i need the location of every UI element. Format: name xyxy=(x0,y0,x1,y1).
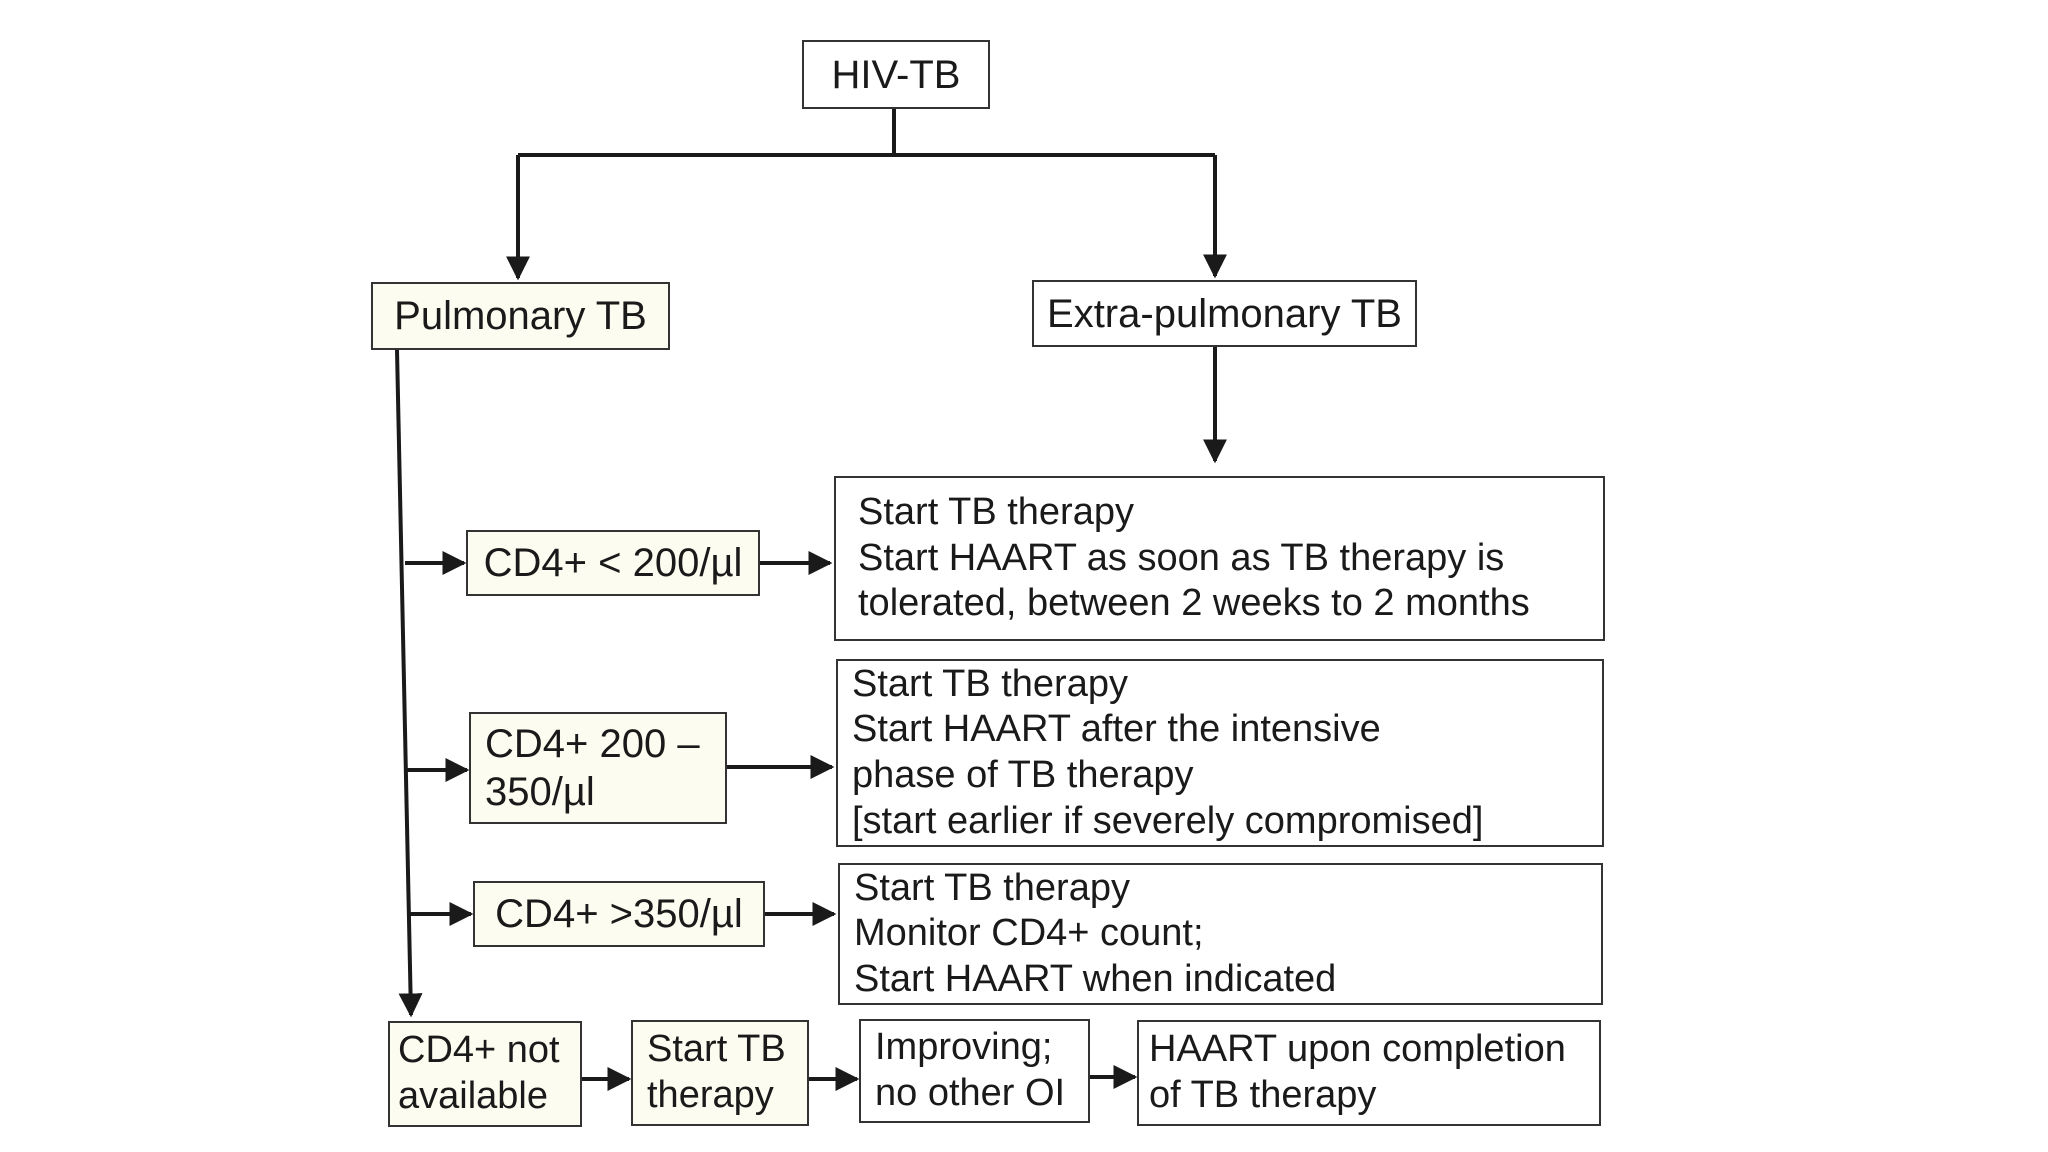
node-start-tb-therapy-line-2: therapy xyxy=(647,1074,774,1116)
node-cd4-200-350-line-2: 350/µl xyxy=(485,770,595,814)
node-cd4-above-350: CD4+ >350/µl xyxy=(473,881,765,947)
node-cd4-200-350-line-1: CD4+ 200 – xyxy=(485,722,700,766)
node-improving-no-oi-line-2: no other OI xyxy=(875,1072,1066,1114)
node-action-200-350: Start TB therapy Start HAART after the i… xyxy=(836,659,1604,847)
node-action-below-200: Start TB therapy Start HAART as soon as … xyxy=(834,476,1605,641)
node-pulmonary-tb-label: Pulmonary TB xyxy=(394,294,647,338)
node-cd4-below-200-label: CD4+ < 200/µl xyxy=(483,541,743,585)
node-cd4-not-available-line-2: available xyxy=(398,1075,548,1117)
node-start-tb-therapy: Start TB therapy xyxy=(631,1020,809,1126)
node-cd4-above-350-label: CD4+ >350/µl xyxy=(495,892,743,936)
node-cd4-not-available: CD4+ not available xyxy=(388,1021,582,1127)
action-above-350-line-2: Monitor CD4+ count; xyxy=(854,912,1204,955)
node-improving-no-oi-line-1: Improving; xyxy=(875,1026,1053,1069)
node-improving-no-oi: Improving; no other OI xyxy=(859,1019,1090,1123)
node-haart-upon-completion-line-1: HAART upon completion xyxy=(1149,1028,1566,1071)
node-hiv-tb: HIV-TB xyxy=(802,40,990,109)
node-cd4-below-200: CD4+ < 200/µl xyxy=(466,530,760,596)
action-200-350-line-3: phase of TB therapy xyxy=(852,754,1194,796)
arrow-pulmonary-trunk xyxy=(395,349,423,1018)
node-extrapulmonary-tb: Extra-pulmonary TB xyxy=(1032,280,1417,347)
action-above-350-line-1: Start TB therapy xyxy=(854,866,1130,909)
node-hiv-tb-label: HIV-TB xyxy=(831,52,961,97)
action-below-200-line-3: tolerated, between 2 weeks to 2 months xyxy=(858,582,1530,625)
action-below-200-line-1: Start TB therapy xyxy=(858,491,1134,534)
action-200-350-line-1: Start TB therapy xyxy=(852,662,1128,705)
node-haart-upon-completion-line-2: of TB therapy xyxy=(1149,1074,1377,1116)
node-pulmonary-tb: Pulmonary TB xyxy=(371,282,670,350)
node-haart-upon-completion: HAART upon completion of TB therapy xyxy=(1137,1020,1601,1126)
node-cd4-not-available-line-1: CD4+ not xyxy=(398,1029,560,1072)
node-extrapulmonary-tb-label: Extra-pulmonary TB xyxy=(1047,291,1402,336)
action-below-200-line-2: Start HAART as soon as TB therapy is xyxy=(858,536,1505,579)
action-200-350-line-4: [start earlier if severely compromised] xyxy=(852,799,1484,842)
node-action-above-350: Start TB therapy Monitor CD4+ count; Sta… xyxy=(838,863,1603,1005)
node-start-tb-therapy-line-1: Start TB xyxy=(647,1028,786,1071)
action-200-350-line-2: Start HAART after the intensive xyxy=(852,708,1381,751)
action-above-350-line-3: Start HAART when indicated xyxy=(854,957,1337,1000)
node-cd4-200-350: CD4+ 200 – 350/µl xyxy=(469,712,727,824)
